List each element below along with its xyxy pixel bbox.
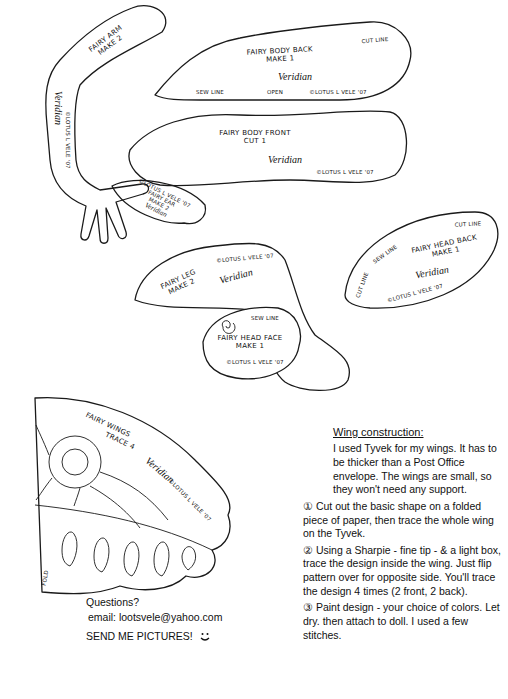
instruction-step: ② Using a Sharpie - fine tip - & a light… [303, 544, 501, 599]
pattern-piece: SEW LINECUT LINEFAIRY HEAD BACKMAKE 1CUT… [340, 208, 502, 312]
piece-label-group: ©LOTUS L VELE '07 [216, 253, 274, 264]
piece-label-group: ©LOTUS L VELE '07 [316, 169, 374, 175]
piece-label-group: Veridian [414, 264, 449, 281]
piece-label-group: FAIRY BODY FRONTCUT 1 [219, 129, 291, 145]
pattern-piece: SEW LINE FAIRY HEAD FACEMAKE 1 ©LOTUS L VE… [198, 300, 306, 384]
piece-label-group: ©LOTUS L VELE '07 [226, 359, 284, 365]
piece-label: ©LOTUS L VELE '07 [386, 283, 443, 304]
piece-label: CUT LINE [355, 271, 370, 298]
designer-signature: Veridian [278, 71, 312, 82]
piece-label: ©LOTUS L VELE '07 [316, 169, 374, 175]
piece-label-group: ©LOTUS L VELE '07 [168, 478, 213, 523]
piece-label: ©LOTUS L VELE '07 [65, 111, 71, 169]
piece-label-group: Veridian [218, 266, 254, 285]
designer-signature: Veridian [218, 266, 254, 285]
piece-label-group: Veridian [278, 71, 312, 82]
piece-label-group: SEW LINE [196, 89, 224, 95]
piece-label: SEW LINE [196, 89, 224, 95]
piece-label: CUT 1 [219, 137, 291, 145]
designer-signature: Veridian [414, 264, 449, 281]
pattern-piece: FAIRY BODY BACKMAKE 1 Veridian CUT LINE SEW… [148, 14, 418, 106]
piece-label-group: CUT LINE [454, 220, 481, 227]
piece-label: FAIRY BODY FRONT [219, 129, 291, 137]
piece-label-group: Veridian [53, 91, 64, 125]
piece-label-group: CUT LINE [355, 271, 370, 298]
piece-label-group: FAIRY HEAD FACEMAKE 1 [217, 334, 282, 350]
piece-label-group: Veridian [268, 154, 302, 165]
instructions-heading: Wing construction: [333, 425, 501, 439]
piece-label: MAKE 1 [217, 342, 282, 350]
piece-label-group: ©LOTUS L VELE '07FAIRY EARMAKE 2Veridian [128, 177, 191, 226]
piece-label: ©LOTUS L VELE '07 [226, 359, 284, 365]
piece-label-group: FOLD [41, 570, 50, 586]
piece-label-group: FAIRY HEAD BACKMAKE 1 [411, 233, 480, 263]
piece-label-group: ©LOTUS L VELE '07 [65, 111, 71, 169]
pattern-piece: FAIRY WINGSTRACE 4Veridian©LOTUS L VELE … [28, 390, 240, 600]
piece-outline [122, 104, 416, 194]
note-text: email: lootsvele@yahoo.com [88, 611, 222, 623]
piece-label: FAIRY HEAD FACE [217, 334, 282, 342]
piece-label-group: FAIRY LEGMAKE 2 [160, 268, 201, 298]
instructions-text: I used Tyvek for my wings. It has to be … [333, 442, 501, 497]
note-text: SEND ME PICTURES! [86, 630, 193, 642]
piece-label-group: CUT LINE [361, 36, 388, 44]
piece-label: SEW LINE [372, 244, 398, 265]
instruction-step: ③ Paint design - your choice of colors. … [303, 601, 501, 642]
instruction-step: ① Cut out the basic shape on a folded pi… [303, 500, 501, 541]
piece-label: ©LOTUS L VELE '07 [216, 253, 274, 264]
piece-label-group: ©LOTUS L VELE '07 [309, 89, 367, 95]
designer-signature: Veridian [53, 91, 64, 125]
piece-label: SEW LINE [251, 315, 279, 321]
piece-label: CUT LINE [361, 36, 388, 44]
note-text: Questions? [86, 596, 139, 608]
piece-label: ©LOTUS L VELE '07 [309, 89, 367, 95]
piece-label-group: SEW LINE [372, 244, 398, 265]
piece-label-group: OPEN [267, 89, 283, 95]
designer-signature: Veridian [268, 154, 302, 165]
piece-label-group: SEW LINE [251, 315, 279, 321]
piece-label: OPEN [267, 89, 283, 95]
piece-label-group: ©LOTUS L VELE '07 [386, 283, 443, 304]
piece-label-group: FAIRY BODY BACKMAKE 1 [246, 45, 313, 64]
piece-label: CUT LINE [454, 220, 481, 227]
piece-outline [28, 390, 240, 600]
pattern-piece: ©LOTUS L VELE '07FAIRY EARMAKE 2Veridian [108, 172, 212, 228]
piece-label: ©LOTUS L VELE '07 [168, 478, 213, 523]
smiley-doodle [198, 630, 212, 644]
piece-label: FOLD [41, 570, 50, 586]
pattern-piece: FAIRY BODY FRONTCUT 1 Veridian ©LOTUS L VE… [122, 104, 416, 194]
